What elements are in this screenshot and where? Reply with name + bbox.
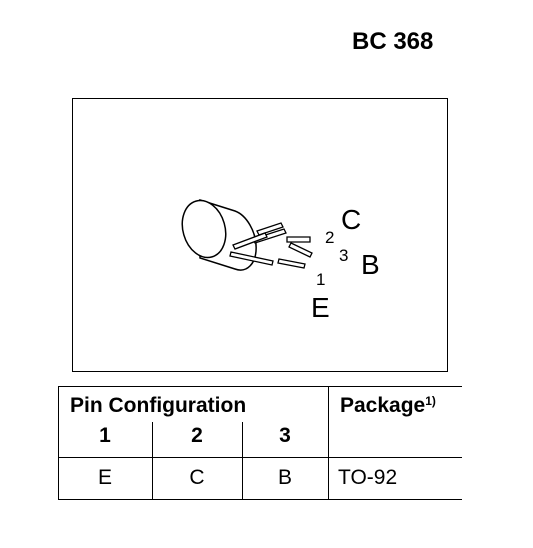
table-col-divider-1 <box>152 422 153 500</box>
pin-number-header-2: 2 <box>191 424 203 447</box>
part-number-title: BC 368 <box>352 28 434 55</box>
pin-letter-b: B <box>361 249 380 280</box>
transistor-body <box>181 198 257 271</box>
package-header: Package1) <box>340 394 436 418</box>
package-header-label: Package <box>340 394 426 417</box>
pin-1-value: E <box>97 466 112 489</box>
pin-number-2: 2 <box>325 228 334 247</box>
table-bottom-border <box>58 499 462 500</box>
pin-2-value: C <box>189 466 205 489</box>
pin-letter-e: E <box>311 292 330 323</box>
transistor-leads <box>229 222 313 269</box>
table-top-border <box>58 386 462 387</box>
pin-number-3: 3 <box>339 246 348 265</box>
pin-number-header-1: 1 <box>99 424 111 447</box>
table-header-divider <box>58 457 462 458</box>
pin-number-1: 1 <box>316 270 325 289</box>
pin-configuration-header: Pin Configuration <box>70 394 247 417</box>
package-footnote-marker: 1) <box>425 394 436 408</box>
table-col-divider-2 <box>242 422 243 500</box>
table-package-divider <box>328 386 329 500</box>
pin-number-header-3: 3 <box>279 424 291 447</box>
package-value: TO-92 <box>338 466 398 489</box>
pin-3-value: B <box>277 466 292 489</box>
pin-letter-c: C <box>341 204 361 235</box>
package-drawing-frame: 2 C 3 B 1 E <box>72 98 448 372</box>
table-left-border <box>58 386 59 500</box>
pin-configuration-table: Pin Configuration Package1) 1 2 3 E C B … <box>58 386 462 500</box>
to92-package-drawing: 2 C 3 B 1 E <box>181 198 380 323</box>
